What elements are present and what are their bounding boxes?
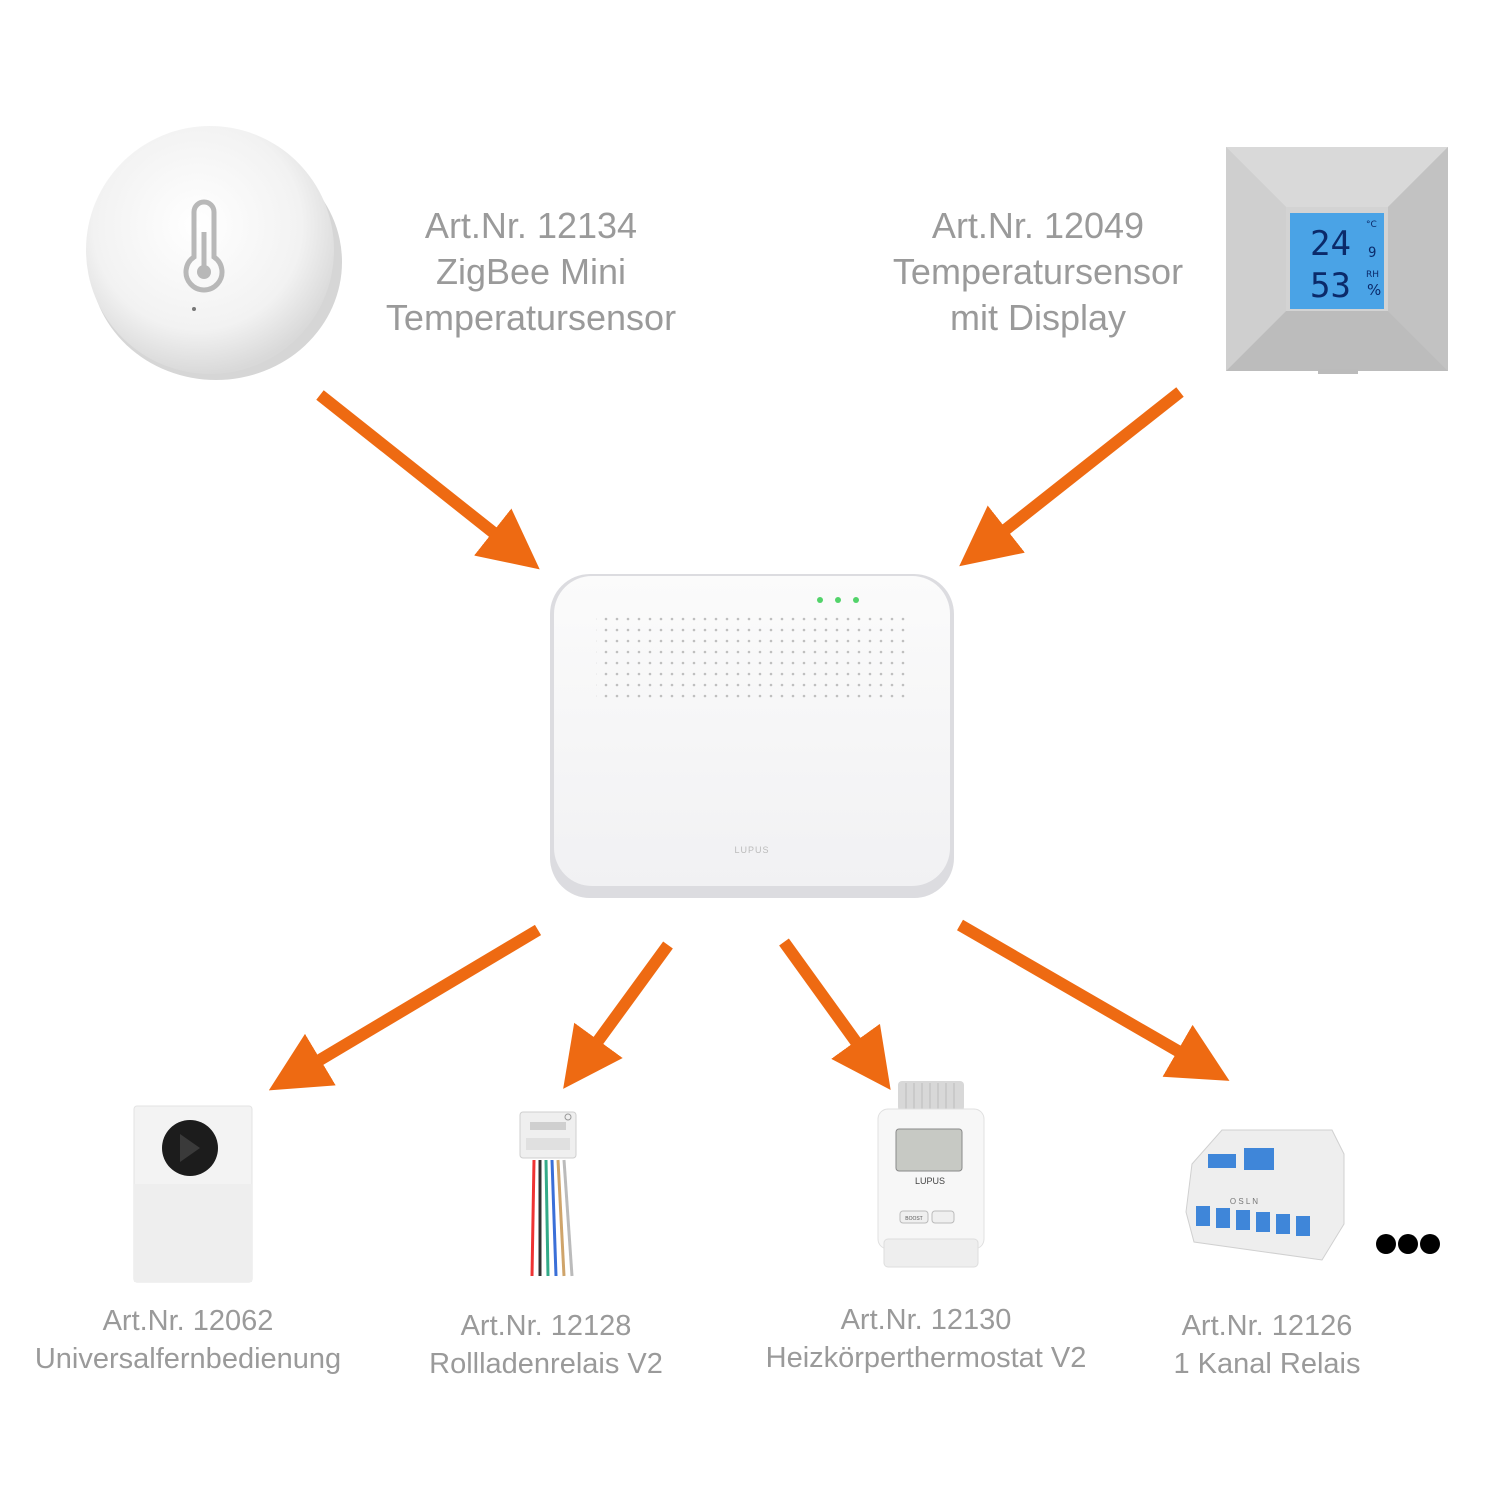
relay-terminal-labels: O S L N: [1230, 1197, 1258, 1206]
arrow-hub-to-12062: [308, 930, 538, 1067]
label-12134-line3: Temperatursensor: [386, 295, 676, 341]
label-12126-line1: Art.Nr. 12126: [1174, 1307, 1361, 1345]
label-12134-line1: Art.Nr. 12134: [386, 203, 676, 249]
hub-brand-text: LUPUS: [734, 845, 769, 855]
label-12130-line1: Art.Nr. 12130: [766, 1301, 1087, 1339]
arrow-12049-to-hub: [995, 392, 1180, 538]
temperature-display-sensor-image: 24 9 °C 53 RH %: [1226, 147, 1450, 375]
label-12049-line3: mit Display: [893, 295, 1183, 341]
label-12128: Art.Nr. 12128 Rollladenrelais V2: [429, 1307, 663, 1384]
radiator-thermostat-image: LUPUS BOOST: [876, 1079, 986, 1271]
universal-remote-image: [132, 1104, 254, 1284]
thermostat-brand: LUPUS: [915, 1176, 945, 1186]
label-12126-line2: 1 Kanal Relais: [1174, 1345, 1361, 1383]
shutter-relay-image: [516, 1108, 582, 1280]
label-12134-line2: ZigBee Mini: [386, 249, 676, 295]
speaker-grille: [596, 614, 906, 698]
label-12128-line1: Art.Nr. 12128: [429, 1307, 663, 1345]
lcd-humidity: 53: [1310, 266, 1351, 306]
lcd-temp-unit: °C: [1366, 220, 1377, 230]
status-led: [817, 597, 823, 603]
label-12049: Art.Nr. 12049 Temperatursensor mit Displ…: [893, 203, 1183, 341]
label-12130: Art.Nr. 12130 Heizkörperthermostat V2: [766, 1301, 1087, 1378]
label-12049-line2: Temperatursensor: [893, 249, 1183, 295]
label-12134: Art.Nr. 12134 ZigBee Mini Temperatursens…: [386, 203, 676, 341]
arrow-hub-to-12128: [590, 945, 668, 1052]
label-12128-line2: Rollladenrelais V2: [429, 1345, 663, 1383]
lcd-humidity-unit-bottom: %: [1367, 281, 1381, 299]
label-12130-line2: Heizkörperthermostat V2: [766, 1339, 1087, 1377]
arrow-12134-to-hub: [320, 395, 504, 541]
label-12062: Art.Nr. 12062 Universalfernbedienung: [35, 1302, 341, 1379]
lcd-temp: 24: [1310, 224, 1351, 264]
label-12126: Art.Nr. 12126 1 Kanal Relais: [1174, 1307, 1361, 1384]
status-led: [835, 597, 841, 603]
more-dots-icon: [1374, 1230, 1444, 1258]
lupus-hub-image: LUPUS: [546, 570, 958, 902]
label-12062-line2: Universalfernbedienung: [35, 1340, 341, 1378]
arrow-hub-to-12130: [784, 942, 864, 1053]
boost-button: BOOST: [905, 1216, 923, 1222]
label-12049-line1: Art.Nr. 12049: [893, 203, 1183, 249]
zigbee-mini-sensor-image: [78, 112, 348, 387]
thermostat-lcd: [896, 1129, 962, 1171]
arrow-hub-to-12126: [960, 925, 1190, 1058]
lcd-temp-decimal: 9: [1368, 245, 1376, 261]
channel-relay-image: O S L N: [1182, 1124, 1348, 1264]
status-led: [853, 597, 859, 603]
lcd-humidity-unit-top: RH: [1366, 270, 1379, 280]
label-12062-line1: Art.Nr. 12062: [35, 1302, 341, 1340]
